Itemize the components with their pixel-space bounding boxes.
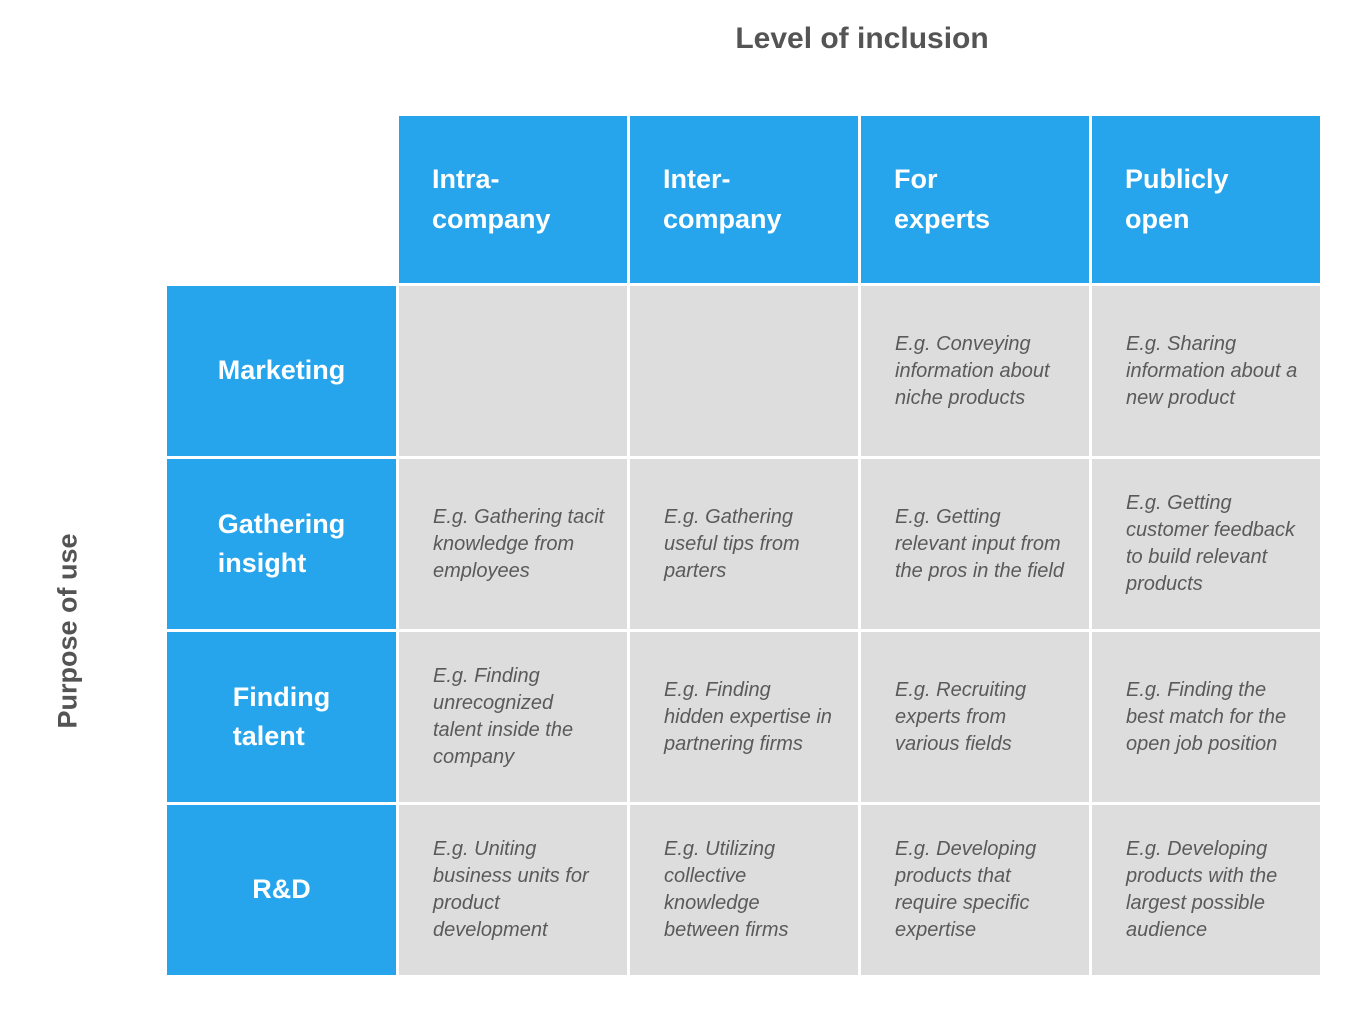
column-header-intra-company: Intra- company <box>399 116 627 283</box>
corner-spacer <box>167 116 396 283</box>
row-axis-title: Purpose of use <box>52 533 83 729</box>
cell-marketing-inter-company <box>630 286 858 456</box>
column-header-label: Publicly open <box>1125 164 1229 234</box>
column-header-label: Inter- company <box>663 164 782 234</box>
row-header-rnd: R&D <box>167 805 396 975</box>
column-header-inter-company: Inter- company <box>630 116 858 283</box>
cell-text: E.g. Developing products that require sp… <box>895 838 1037 941</box>
cell-text: E.g. Utilizing collective knowledge betw… <box>664 838 789 941</box>
cell-finding-talent-publicly-open: E.g. Finding the best match for the open… <box>1092 632 1320 802</box>
row-header-label: R&D <box>252 874 311 905</box>
cell-text: E.g. Finding the best match for the open… <box>1126 678 1287 755</box>
column-axis-title: Level of inclusion <box>735 22 989 55</box>
cell-finding-talent-for-experts: E.g. Recruiting experts from various fie… <box>861 632 1089 802</box>
matrix-grid: Intra- company Inter- company For expert… <box>167 116 1320 975</box>
cell-gathering-insight-inter-company: E.g. Gathering useful tips from parters <box>630 459 858 629</box>
cell-rnd-inter-company: E.g. Utilizing collective knowledge betw… <box>630 805 858 975</box>
row-header-gathering-insight: Gathering insight <box>167 459 396 629</box>
cell-text: E.g. Getting customer feedback to build … <box>1126 492 1295 595</box>
cell-marketing-publicly-open: E.g. Sharing information about a new pro… <box>1092 286 1320 456</box>
row-header-label: Marketing <box>217 355 346 386</box>
cell-text: E.g. Recruiting experts from various fie… <box>895 678 1027 755</box>
cell-gathering-insight-publicly-open: E.g. Getting customer feedback to build … <box>1092 459 1320 629</box>
cell-text: E.g. Gathering useful tips from parters <box>664 505 800 582</box>
column-header-label: For experts <box>894 164 991 234</box>
cell-gathering-insight-intra-company: E.g. Gathering tacit knowledge from empl… <box>399 459 627 629</box>
row-header-label: Gathering insight <box>217 508 346 578</box>
row-header-marketing: Marketing <box>167 286 396 456</box>
cell-gathering-insight-for-experts: E.g. Getting relevant input from the pro… <box>861 459 1089 629</box>
cell-text: E.g. Getting relevant input from the pro… <box>895 505 1064 582</box>
cell-rnd-for-experts: E.g. Developing products that require sp… <box>861 805 1089 975</box>
cell-text: E.g. Gathering tacit knowledge from empl… <box>433 505 605 582</box>
cell-rnd-intra-company: E.g. Uniting business units for product … <box>399 805 627 975</box>
column-header-label: Intra- company <box>432 164 551 234</box>
cell-text: E.g. Uniting business units for product … <box>433 838 589 941</box>
cell-text: E.g. Finding hidden expertise in partner… <box>664 678 832 755</box>
row-header-label: Finding talent <box>232 681 331 751</box>
column-header-for-experts: For experts <box>861 116 1089 283</box>
cell-text: E.g. Sharing information about a new pro… <box>1126 332 1298 409</box>
cell-text: E.g. Conveying information about niche p… <box>895 332 1050 409</box>
cell-text: E.g. Finding unrecognized talent inside … <box>433 665 574 768</box>
cell-finding-talent-inter-company: E.g. Finding hidden expertise in partner… <box>630 632 858 802</box>
column-header-publicly-open: Publicly open <box>1092 116 1320 283</box>
cell-marketing-intra-company <box>399 286 627 456</box>
row-header-finding-talent: Finding talent <box>167 632 396 802</box>
cell-rnd-publicly-open: E.g. Developing products with the larges… <box>1092 805 1320 975</box>
cell-finding-talent-intra-company: E.g. Finding unrecognized talent inside … <box>399 632 627 802</box>
cell-text: E.g. Developing products with the larges… <box>1126 838 1278 941</box>
cell-marketing-for-experts: E.g. Conveying information about niche p… <box>861 286 1089 456</box>
